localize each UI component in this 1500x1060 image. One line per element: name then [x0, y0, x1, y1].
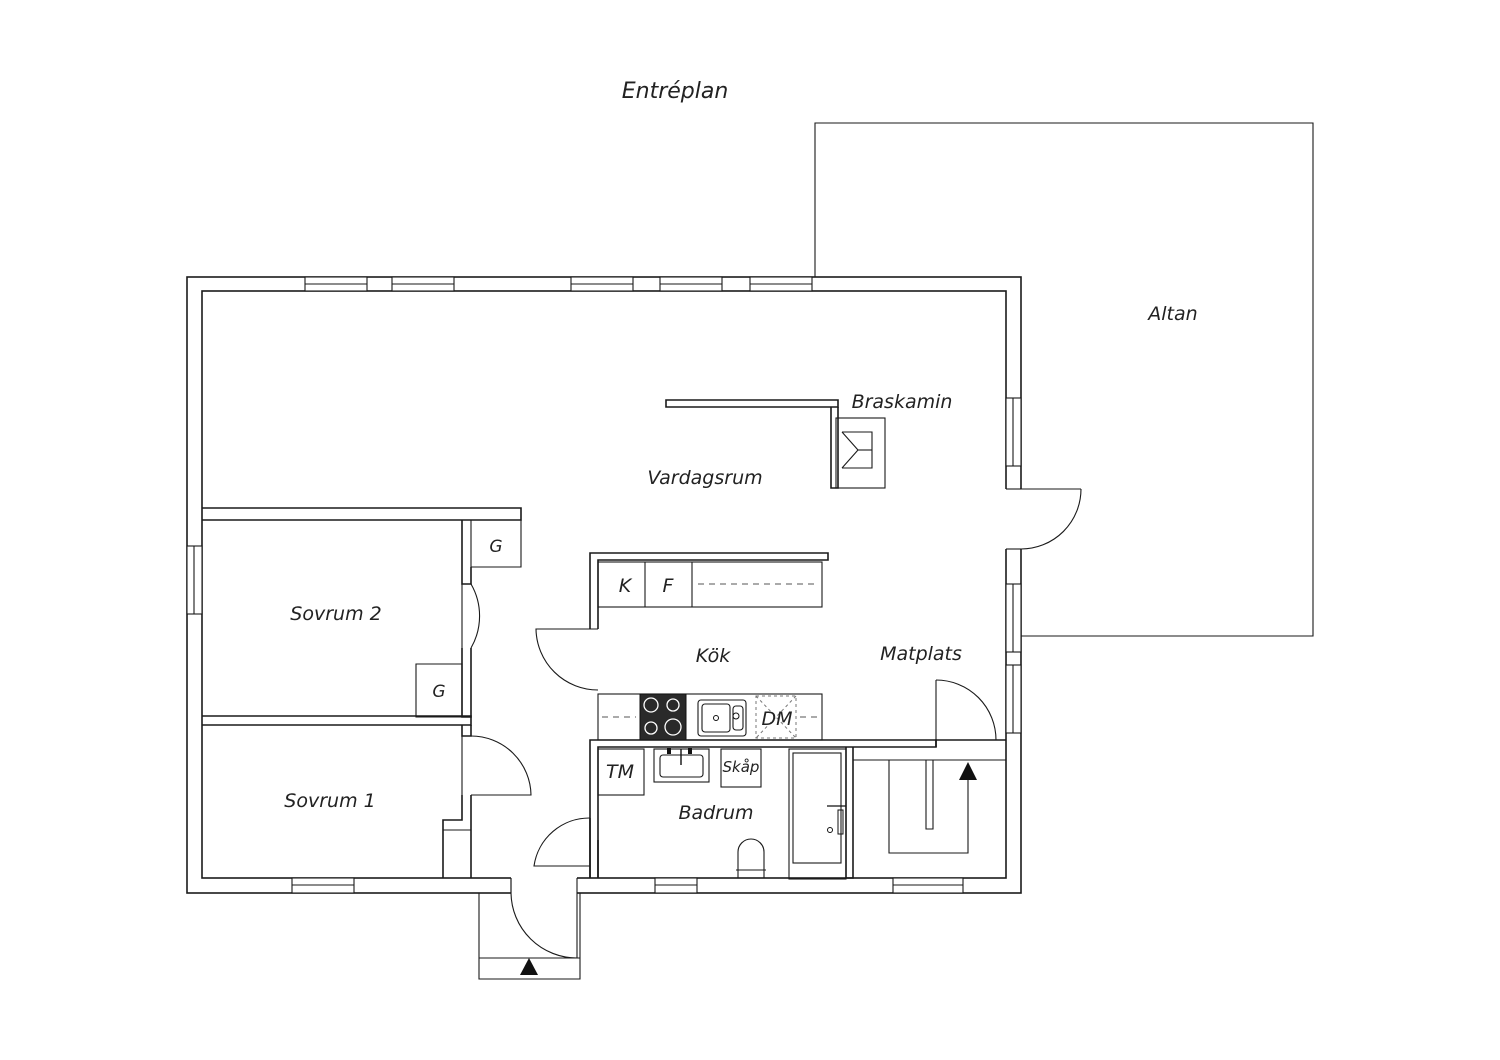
label-kok: Kök	[696, 645, 731, 667]
label-altan: Altan	[1146, 303, 1197, 325]
windows-top	[304, 276, 813, 292]
label-frys: F	[663, 575, 675, 597]
windows-right	[1005, 397, 1022, 734]
label-skap: Skåp	[723, 758, 760, 776]
bedroom-walls	[202, 507, 522, 878]
stairs-arrow-icon	[959, 762, 977, 780]
label-tvattmaskin: TM	[606, 761, 634, 783]
bathroom	[533, 739, 937, 880]
plan-title: Entréplan	[622, 79, 729, 104]
stairs	[853, 679, 1006, 854]
entrance-arrow-icon	[520, 958, 538, 975]
label-vardagsrum: Vardagsrum	[647, 467, 762, 489]
door-sovrum2	[461, 583, 481, 649]
label-garderob-b: G	[432, 682, 445, 702]
label-badrum: Badrum	[678, 802, 753, 824]
kitchen	[535, 552, 829, 741]
label-kyl: K	[619, 575, 633, 597]
label-sovrum2: Sovrum 2	[290, 603, 381, 625]
label-diskmaskin: DM	[761, 708, 792, 730]
door-altan	[1005, 488, 1082, 550]
label-garderob-a: G	[489, 537, 502, 557]
label-matplats: Matplats	[880, 643, 962, 665]
altan-deck	[814, 122, 1314, 637]
fireplace	[665, 399, 886, 489]
label-braskamin: Braskamin	[852, 391, 953, 413]
windows-bottom	[291, 877, 964, 894]
entrance	[478, 876, 581, 980]
door-sovrum1	[461, 735, 532, 796]
label-sovrum1: Sovrum 1	[284, 790, 375, 812]
window-left	[186, 545, 203, 615]
